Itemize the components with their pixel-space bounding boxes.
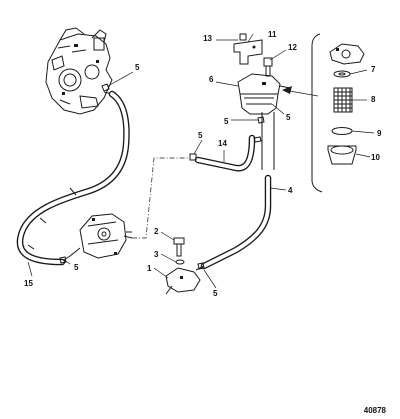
- callout-5-carburetor: 5: [135, 63, 140, 72]
- callout-7: 7: [371, 65, 376, 74]
- callout-labels: 13 11 12 6 7 8 9 10 5 5 5 5 14 4 2 3 1 5…: [24, 30, 382, 298]
- callout-5-hose-14: 5: [198, 131, 203, 140]
- callout-1: 1: [147, 264, 152, 273]
- clamps: [59, 83, 265, 270]
- callout-2: 2: [154, 227, 159, 236]
- callout-5-filter-inlet: 5: [224, 117, 229, 126]
- connection-line: [132, 157, 190, 239]
- callout-11: 11: [268, 30, 277, 39]
- fuel-hose-15: [16, 90, 130, 266]
- callout-12: 12: [288, 43, 297, 52]
- leader-lines: [27, 33, 375, 289]
- callout-3: 3: [154, 250, 159, 259]
- carburetor-assembly: [45, 27, 113, 115]
- filter-exploded-view: [311, 33, 365, 193]
- callout-14: 14: [218, 139, 227, 148]
- callout-15: 15: [24, 279, 33, 288]
- callout-9: 9: [377, 129, 382, 138]
- fuel-hose-14: [194, 134, 256, 172]
- figure-number: 40878: [364, 406, 387, 415]
- callout-4: 4: [288, 186, 293, 195]
- callout-8: 8: [371, 95, 376, 104]
- fuel-pump: [63, 213, 133, 261]
- callout-10: 10: [371, 153, 380, 162]
- fuel-fitting-assembly: [165, 237, 205, 295]
- fuel-hose-4: [200, 112, 275, 270]
- callout-13: 13: [203, 34, 212, 43]
- callout-5-fitting: 5: [213, 289, 218, 298]
- callout-5-filter-outlet: 5: [286, 113, 291, 122]
- callout-6: 6: [209, 75, 214, 84]
- fuel-filter-assembly: [233, 33, 291, 115]
- callout-5-pump: 5: [74, 263, 79, 272]
